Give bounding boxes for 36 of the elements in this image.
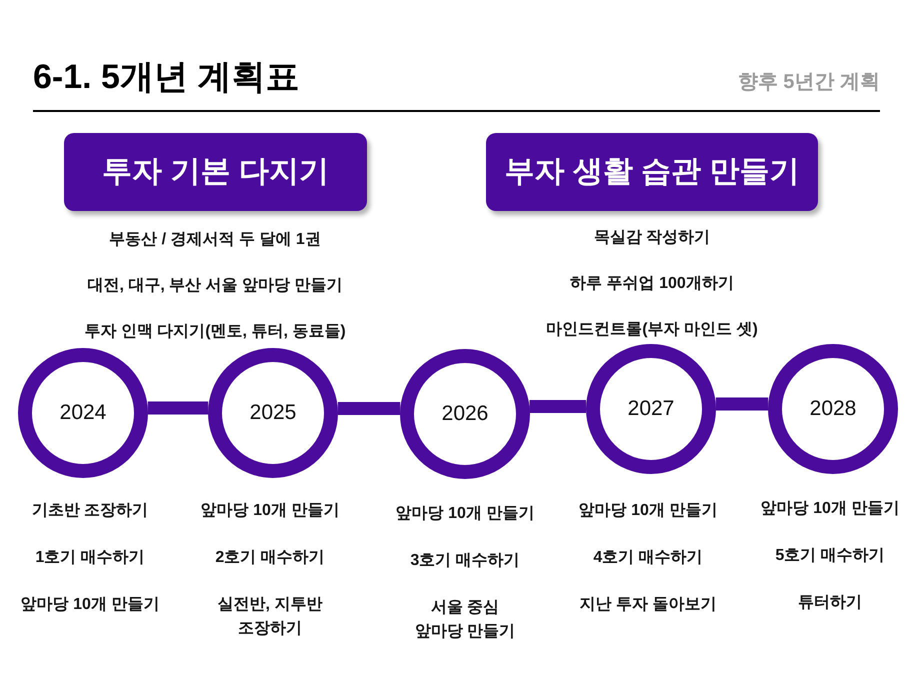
plan-item: 실전반, 지투반 조장하기 — [216, 595, 324, 639]
plan-item: 앞마당 10개 만들기 — [200, 501, 340, 521]
plan-item: 앞마당 10개 만들기 — [760, 499, 900, 519]
plan-item: 앞마당 10개 만들기 — [396, 504, 534, 524]
timeline-connector — [716, 398, 768, 410]
plan-item: 5호기 매수하기 — [775, 546, 885, 566]
year-label: 2025 — [250, 400, 296, 426]
plan-item: 4호기 매수하기 — [593, 548, 703, 568]
plan-item: 하루 푸쉬업 100개하기 — [570, 274, 734, 294]
plan-item: 부동산 / 경제서적 두 달에 1권 — [109, 230, 321, 250]
plan-item: 2호기 매수하기 — [215, 548, 325, 568]
plan-item: 기초반 조장하기 — [32, 501, 148, 521]
year-label: 2026 — [442, 401, 488, 427]
timeline-connector — [530, 400, 586, 413]
phase-title: 부자 생활 습관 만들기 — [504, 154, 800, 190]
plan-item: 3호기 매수하기 — [410, 551, 520, 571]
plan-item: 서울 중심 앞마당 만들기 — [414, 598, 516, 642]
plan-item: 목실감 작성하기 — [594, 228, 710, 248]
year-label: 2027 — [628, 396, 674, 422]
phase-title: 투자 기본 다지기 — [102, 154, 329, 190]
page-title: 6-1. 5개년 계획표 — [33, 57, 300, 98]
plan-item: 튜터하기 — [798, 593, 862, 613]
phase-banner — [64, 133, 367, 211]
phase-banner — [486, 133, 818, 211]
plan-item: 1호기 매수하기 — [35, 548, 145, 568]
year-label: 2024 — [60, 400, 106, 426]
subtitle-note: 향후 5년간 계획 — [738, 70, 880, 95]
plan-item: 앞마당 10개 만들기 — [578, 501, 718, 521]
plan-item: 마인드컨트롤(부자 마인드 셋) — [546, 320, 758, 340]
year-label: 2028 — [810, 396, 856, 422]
plan-item: 앞마당 10개 만들기 — [20, 595, 160, 615]
plan-item: 투자 인맥 다지기(멘토, 튜터, 동료들) — [84, 322, 346, 342]
timeline-connector — [148, 402, 208, 414]
plan-item: 대전, 대구, 부산 서울 앞마당 만들기 — [87, 276, 343, 296]
plan-item: 지난 투자 돌아보기 — [580, 595, 716, 615]
timeline-connector — [338, 402, 400, 415]
